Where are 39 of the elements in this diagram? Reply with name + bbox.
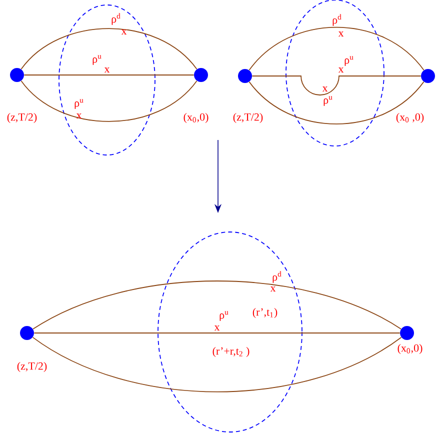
coordinate-label: (x$_{0}$,0) — [184, 113, 208, 123]
coordinate-label: (z,T/2) — [17, 362, 47, 372]
dot — [194, 68, 208, 82]
point-label: x — [214, 325, 220, 331]
point-label: x — [76, 113, 82, 119]
point-label: (r’+r,t$_{2}$ ) — [212, 347, 250, 357]
propagator-line — [32, 336, 402, 392]
point-label: x — [338, 67, 344, 73]
dot — [421, 69, 435, 83]
dot — [238, 69, 252, 83]
propagator-line — [24, 74, 194, 76]
point-label: ρ$^{d}$ — [112, 13, 120, 25]
coordinate-label: (x$_{0}$ ,0) — [396, 113, 424, 123]
point-label: ρ$^{u}$ — [220, 311, 228, 321]
propagator-line — [248, 81, 424, 124]
point-label: ρ$^{u}$ — [92, 55, 102, 65]
coordinate-label: (z,T/2) — [7, 113, 37, 123]
point-label: ρ$^{d}$ — [332, 14, 342, 26]
propagator-line — [32, 280, 402, 330]
point-label: x — [338, 31, 344, 37]
point-label: x — [121, 29, 127, 35]
point-label: ρ$^{d}$ — [272, 271, 282, 283]
propagator-line — [20, 28, 198, 70]
propagator-line — [252, 76, 422, 96]
point-label: x — [322, 86, 328, 92]
point-label: ρ$^{u}$ — [324, 96, 332, 106]
coordinate-label: (z,T/2) — [233, 113, 263, 123]
propagator-line — [248, 26, 424, 71]
dot — [400, 326, 414, 340]
point-label: x — [104, 67, 110, 73]
point-label: ρ$^{u}$ — [344, 56, 354, 66]
point-label: x — [270, 286, 276, 292]
dot — [10, 68, 24, 82]
point-label: (r’,t$_{1}$) — [252, 308, 278, 318]
propagator-line — [20, 80, 198, 122]
point-label: ρ$^{u}$ — [74, 99, 84, 109]
coordinate-label: (x$_{0}$,0) — [398, 344, 422, 354]
propagator-line — [34, 332, 400, 334]
dot — [20, 326, 34, 340]
